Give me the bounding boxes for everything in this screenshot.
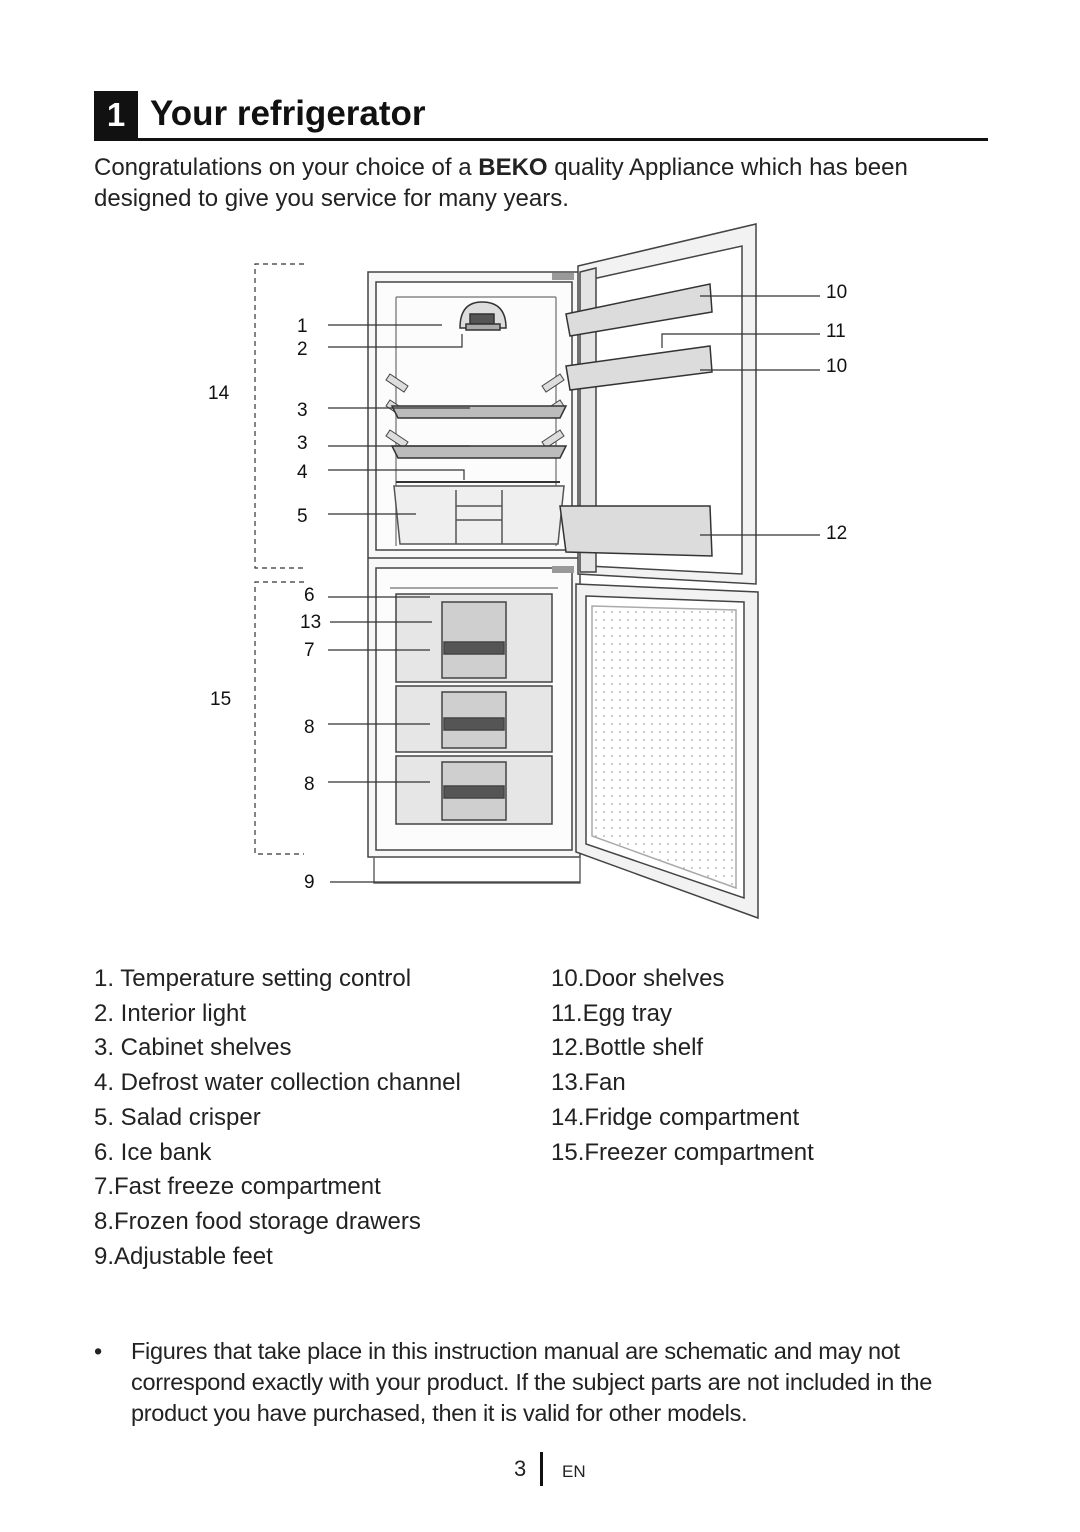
legend-item: 1. Temperature setting control — [94, 965, 412, 992]
intro-paragraph: Congratulations on your choice of a BEKO… — [94, 152, 994, 214]
callout-1: 1 — [297, 316, 308, 337]
legend-item: 3. Cabinet shelves — [94, 1034, 292, 1062]
disclaimer-note: • Figures that take place in this instru… — [94, 1336, 984, 1429]
callout-10a: 10 — [826, 282, 847, 303]
chapter-number: 1 — [94, 91, 138, 138]
callout-13: 13 — [300, 612, 321, 633]
callout-7: 7 — [304, 640, 315, 661]
callout-8b: 8 — [304, 774, 315, 795]
temperature-control-unit — [459, 301, 507, 331]
callout-12: 12 — [826, 523, 847, 544]
callout-4: 4 — [297, 462, 308, 483]
legend-item: 7.Fast freeze compartment — [94, 1173, 381, 1201]
legend-item: 4. Defrost water collection channel — [94, 1069, 461, 1097]
door-shelves — [559, 283, 713, 557]
callout-9: 9 — [304, 872, 315, 893]
legend-item: 11.Egg tray — [551, 999, 672, 1027]
legend-left-column: 1. Temperature setting control 2. Interi… — [94, 962, 461, 1274]
page-number: 3 — [514, 1456, 527, 1481]
callout-3a: 3 — [297, 400, 308, 421]
brand-name: BEKO — [478, 154, 548, 181]
bullet-marker: • — [94, 1338, 103, 1364]
legend-item: 15.Freezer compartment — [551, 1138, 814, 1166]
legend-item: 2. Interior light — [94, 999, 247, 1027]
intro-text-after: quality Appliance which has been designe… — [94, 154, 908, 212]
callout-8a: 8 — [304, 717, 315, 738]
legend-item: 10.Door shelves — [551, 965, 725, 992]
callout-3b: 3 — [297, 433, 308, 454]
intro-text-before: Congratulations on your choice of a — [94, 154, 479, 181]
callout-5: 5 — [297, 506, 308, 527]
compartment-brackets — [254, 263, 304, 855]
legend-item: 5. Salad crisper — [94, 1103, 261, 1131]
callout-14: 14 — [208, 383, 230, 404]
freezer-drawers — [395, 593, 553, 825]
callout-2: 2 — [297, 339, 308, 360]
disclaimer-text: Figures that take place in this instruct… — [131, 1338, 932, 1426]
callout-10b: 10 — [826, 356, 847, 377]
callout-11: 11 — [826, 321, 846, 342]
chapter-heading: 1 Your refrigerator — [94, 91, 988, 141]
legend-item: 8.Frozen food storage drawers — [94, 1207, 421, 1235]
legend-item: 6. Ice bank — [94, 1138, 212, 1166]
page-title: Your refrigerator — [150, 94, 426, 133]
callout-15: 15 — [210, 689, 231, 710]
cabinet-shelves — [390, 405, 568, 459]
callout-6: 6 — [304, 585, 315, 606]
language-code: EN — [562, 1462, 586, 1481]
refrigerator-diagram: 1 2 3 3 4 5 6 13 7 8 8 9 10 11 10 12 14 … — [208, 223, 847, 920]
legend-item: 9.Adjustable feet — [94, 1242, 273, 1270]
page-footer: 3 EN — [0, 1452, 1080, 1492]
leader-lines — [328, 295, 820, 883]
legend-item: 14.Fridge compartment — [551, 1103, 800, 1131]
footer-divider — [540, 1452, 543, 1486]
freezer-door — [575, 583, 759, 920]
legend-item: 13.Fan — [551, 1069, 626, 1097]
salad-crisper — [393, 485, 565, 545]
legend-right-column: 10.Door shelves 11.Egg tray 12.Bottle sh… — [551, 962, 814, 1170]
legend-item: 12.Bottle shelf — [551, 1034, 704, 1062]
